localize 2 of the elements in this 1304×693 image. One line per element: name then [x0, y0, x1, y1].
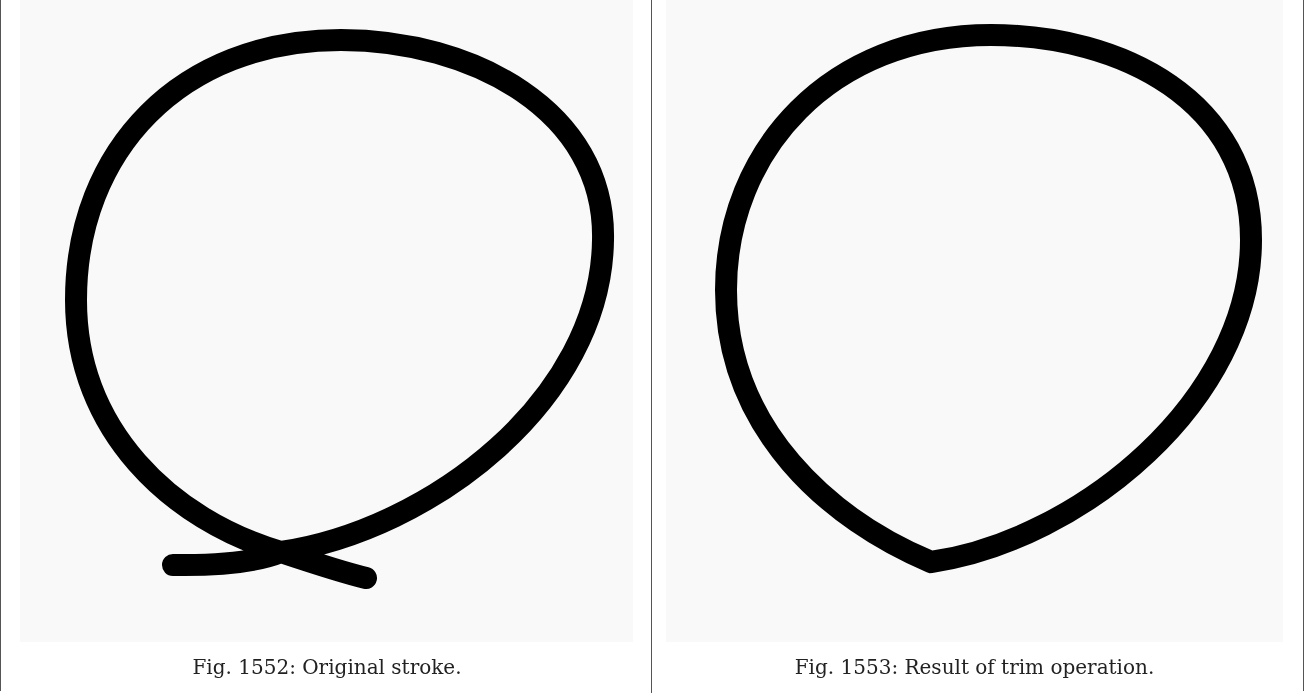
figure-caption: Fig. 1552: Original stroke.: [191, 655, 463, 679]
figure-caption: Fig. 1553: Result of trim operation.: [793, 655, 1156, 679]
